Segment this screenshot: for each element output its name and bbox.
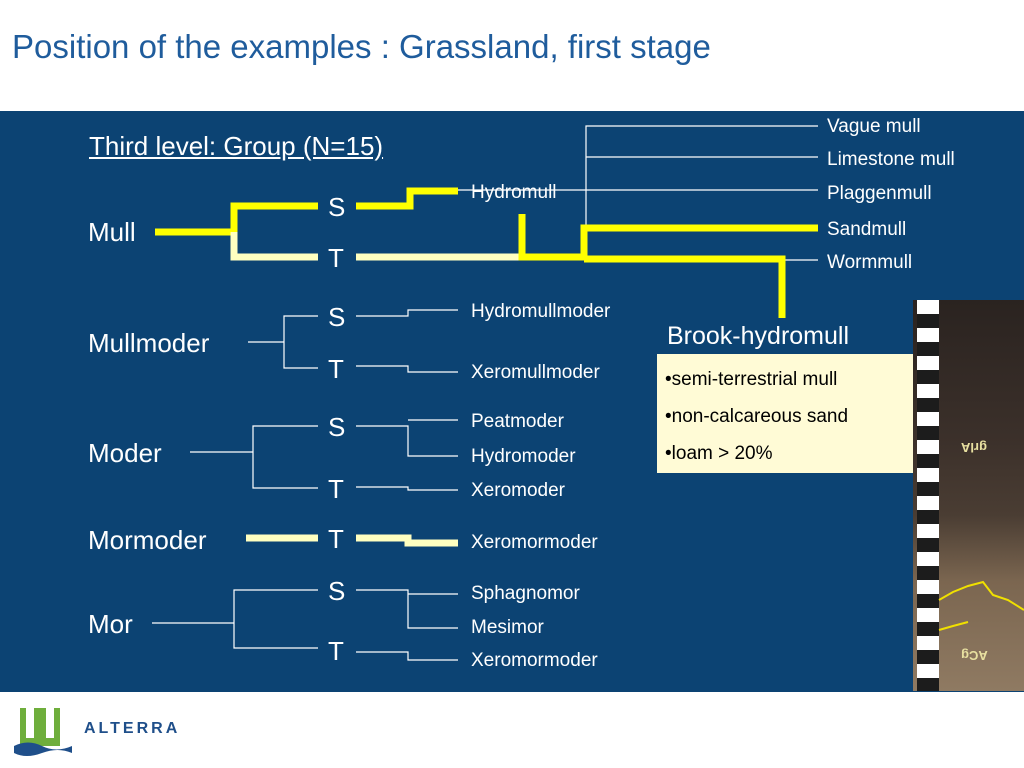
label-sandmull: Sandmull — [827, 219, 907, 240]
branch-mor-st — [233, 589, 318, 649]
branch-moder-st — [252, 425, 318, 489]
label-mormoder: Mormoder — [88, 525, 207, 555]
branch-vague-mull — [585, 125, 818, 230]
label-mull-t: T — [328, 243, 344, 273]
label-mesimor: Mesimor — [471, 617, 544, 638]
branch-moder-s — [356, 425, 458, 457]
info-box-title: Brook-hydromull — [657, 318, 913, 354]
label-moder-s: S — [328, 412, 346, 442]
label-mullmoder-s: S — [328, 302, 346, 332]
label-mor-s: S — [328, 576, 346, 606]
info-bullet: •non-calcareous sand — [665, 406, 849, 427]
label-moder-t: T — [328, 474, 344, 504]
branch-moder-t — [356, 486, 458, 491]
horizon-label-1: grlA — [961, 440, 987, 455]
label-mormoder-t: T — [328, 524, 344, 554]
soil-profile-photo: grlA ACg — [913, 300, 1024, 691]
horizon-boundary — [938, 580, 1024, 631]
label-mor-t: T — [328, 636, 344, 666]
group-level-heading: Third level: Group (N=15) — [89, 131, 384, 161]
branch-mor-t — [356, 651, 458, 661]
path-mull-t — [230, 232, 318, 261]
label-limestone-mull: Limestone mull — [827, 149, 955, 170]
label-sphagnomor: Sphagnomor — [471, 583, 580, 604]
label-hydromull: Hydromull — [471, 182, 557, 203]
label-mor: Mor — [88, 609, 133, 639]
label-hydromoder: Hydromoder — [471, 446, 576, 467]
horizon-label-2: ACg — [961, 648, 988, 663]
label-mullmoder: Mullmoder — [88, 328, 210, 358]
label-mullmoder-t: T — [328, 354, 344, 384]
label-xeromormoder: Xeromormoder — [471, 532, 598, 553]
label-wormmull: Wormmull — [827, 252, 913, 273]
path-mormoder-t — [356, 534, 458, 547]
alterra-logo-icon — [14, 708, 72, 756]
branch-mullmoder-st — [283, 315, 318, 369]
branch-mullmoder-s — [356, 309, 458, 317]
alterra-logo-text: ALTERRA — [84, 720, 181, 737]
measuring-ruler — [917, 300, 939, 691]
label-mull-s: S — [328, 192, 346, 222]
path-to-brook — [584, 255, 786, 318]
path-mull-s-hydromull — [356, 187, 458, 210]
label-xeromullmoder: Xeromullmoder — [471, 362, 600, 383]
path-mull-root — [155, 202, 318, 236]
label-moder: Moder — [88, 438, 162, 468]
info-box-brook-hydromull: Brook-hydromull •semi-terrestrial mull •… — [657, 318, 913, 473]
label-peatmoder: Peatmoder — [471, 411, 564, 432]
label-hydromullmoder: Hydromullmoder — [471, 301, 611, 322]
path-hydromull-down — [518, 214, 818, 261]
info-bullet: •semi-terrestrial mull — [665, 369, 838, 390]
info-bullet: •loam > 20% — [665, 443, 773, 464]
label-vague-mull: Vague mull — [827, 116, 921, 137]
label-mull: Mull — [88, 217, 136, 247]
branch-mor-s — [356, 589, 458, 629]
branch-mullmoder-t — [356, 365, 458, 373]
label-xeromormoder-2: Xeromormoder — [471, 650, 598, 671]
label-plaggenmull: Plaggenmull — [827, 183, 932, 204]
slide-title: Position of the examples : Grassland, fi… — [12, 28, 711, 65]
label-xeromoder: Xeromoder — [471, 480, 565, 501]
